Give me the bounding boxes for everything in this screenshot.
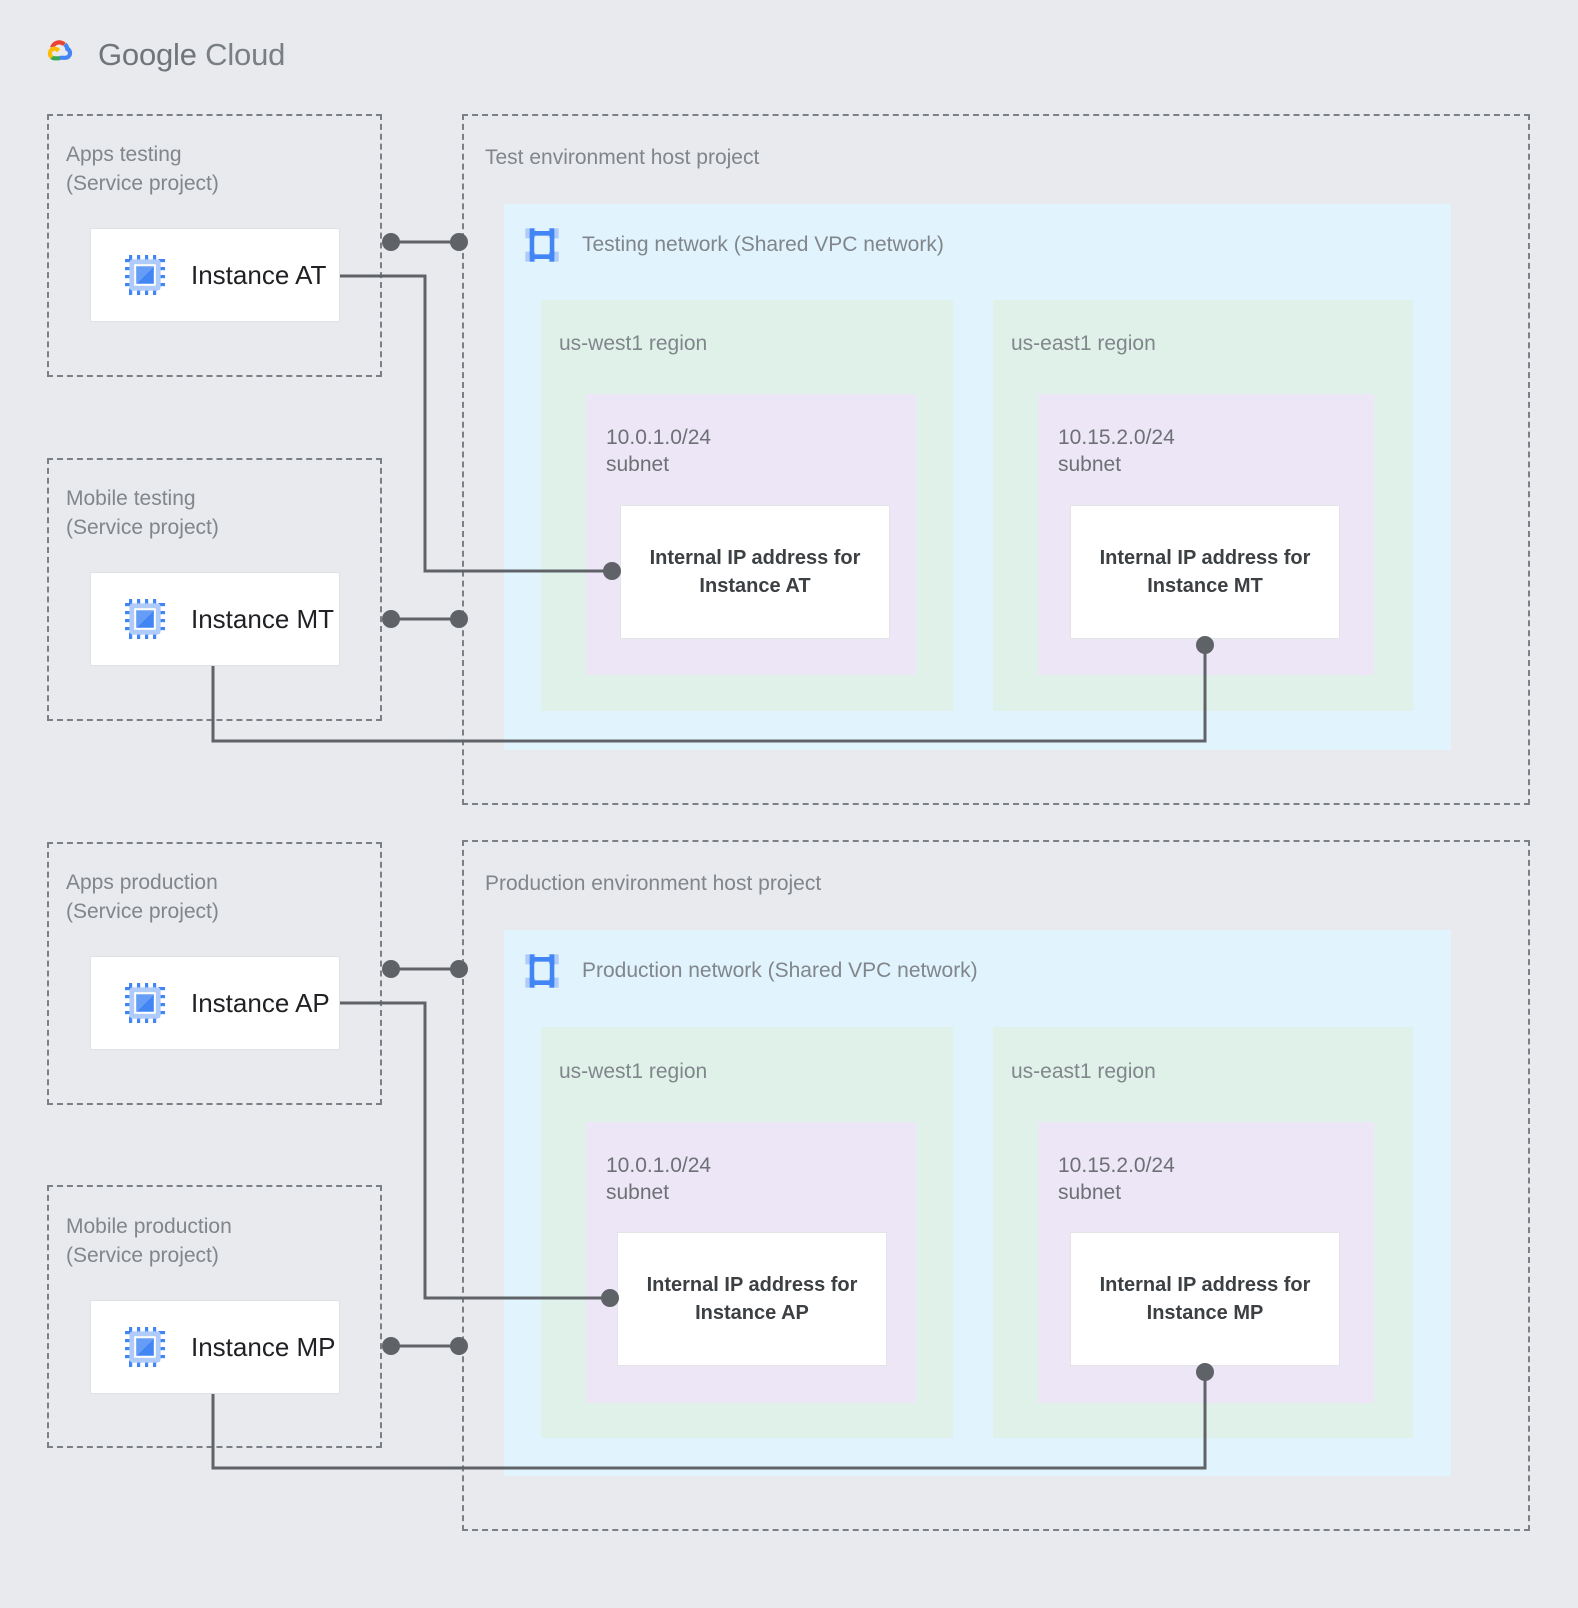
vpc-network-testing-header: Testing network (Shared VPC network) xyxy=(522,225,944,265)
host-project-production-title: Production environment host project xyxy=(485,872,822,895)
brand-name-cloud: Cloud xyxy=(196,37,286,72)
service-project-apps-testing xyxy=(47,114,382,377)
brand-name-google: Google xyxy=(98,37,197,72)
instance-card-ap[interactable]: Instance AP xyxy=(90,956,340,1050)
ip-card-instance-ap[interactable]: Internal IP address for Instance AP xyxy=(617,1232,887,1366)
instance-card-mp[interactable]: Instance MP xyxy=(90,1300,340,1394)
google-cloud-logo-icon xyxy=(47,40,73,61)
service-project-apps-production xyxy=(47,842,382,1105)
vpc-network-production-label: Production network (Shared VPC network) xyxy=(582,959,978,982)
host-project-test-title: Test environment host project xyxy=(485,146,760,169)
instance-card-mt-label: Instance MT xyxy=(191,603,335,634)
instance-card-mp-label: Instance MP xyxy=(191,1331,336,1362)
vm-instance-icon xyxy=(125,255,165,295)
region-test-us-east1-title: us-east1 region xyxy=(1011,332,1156,355)
vpc-network-production-header: Production network (Shared VPC network) xyxy=(522,951,978,991)
instance-card-ap-label: Instance AP xyxy=(191,987,330,1018)
service-project-mobile-production-title: Mobile production (Service project) xyxy=(66,1215,232,1267)
region-prod-us-east1-title: us-east1 region xyxy=(1011,1060,1156,1083)
vm-instance-icon xyxy=(125,599,165,639)
ip-card-instance-at-label: Internal IP address for Instance AT xyxy=(649,547,861,597)
brand-wordmark: Google Cloud xyxy=(98,37,285,73)
connector-dot-ap-start xyxy=(382,960,400,978)
ip-card-instance-mt-label: Internal IP address for Instance MT xyxy=(1099,547,1311,597)
service-project-apps-production-title: Apps production (Service project) xyxy=(66,871,219,923)
ip-card-instance-mp[interactable]: Internal IP address for Instance MP xyxy=(1070,1232,1340,1366)
subnet-prod-us-west1-title: 10.0.1.0/24 subnet xyxy=(606,1154,712,1204)
instance-card-at-label: Instance AT xyxy=(191,259,327,290)
connector-dot-at-start xyxy=(382,233,400,251)
service-project-apps-testing-title: Apps testing (Service project) xyxy=(66,143,219,195)
instance-card-mt[interactable]: Instance MT xyxy=(90,572,340,666)
connector-dot-mp-start xyxy=(382,1337,400,1355)
ip-card-instance-mp-label: Internal IP address for Instance MP xyxy=(1099,1274,1311,1324)
ip-card-instance-ap-label: Internal IP address for Instance AP xyxy=(646,1274,858,1324)
region-test-us-west1-title: us-west1 region xyxy=(559,332,708,355)
ip-card-instance-at[interactable]: Internal IP address for Instance AT xyxy=(620,505,890,639)
ip-card-instance-mt[interactable]: Internal IP address for Instance MT xyxy=(1070,505,1340,639)
vpc-network-icon xyxy=(525,954,559,988)
subnet-test-us-east1-title: 10.15.2.0/24 subnet xyxy=(1058,426,1175,476)
subnet-test-us-west1-title: 10.0.1.0/24 subnet xyxy=(606,426,712,476)
region-prod-us-west1-title: us-west1 region xyxy=(559,1060,708,1083)
vm-instance-icon xyxy=(125,1327,165,1367)
brand-header: Google Cloud xyxy=(34,33,285,77)
vm-instance-icon xyxy=(125,983,165,1023)
service-project-mobile-testing-title: Mobile testing (Service project) xyxy=(66,487,219,539)
subnet-prod-us-east1-title: 10.15.2.0/24 subnet xyxy=(1058,1154,1175,1204)
vpc-network-testing-label: Testing network (Shared VPC network) xyxy=(582,233,944,256)
instance-card-at[interactable]: Instance AT xyxy=(90,228,340,322)
connector-dot-mt-start xyxy=(382,610,400,628)
vpc-network-icon xyxy=(525,228,559,262)
